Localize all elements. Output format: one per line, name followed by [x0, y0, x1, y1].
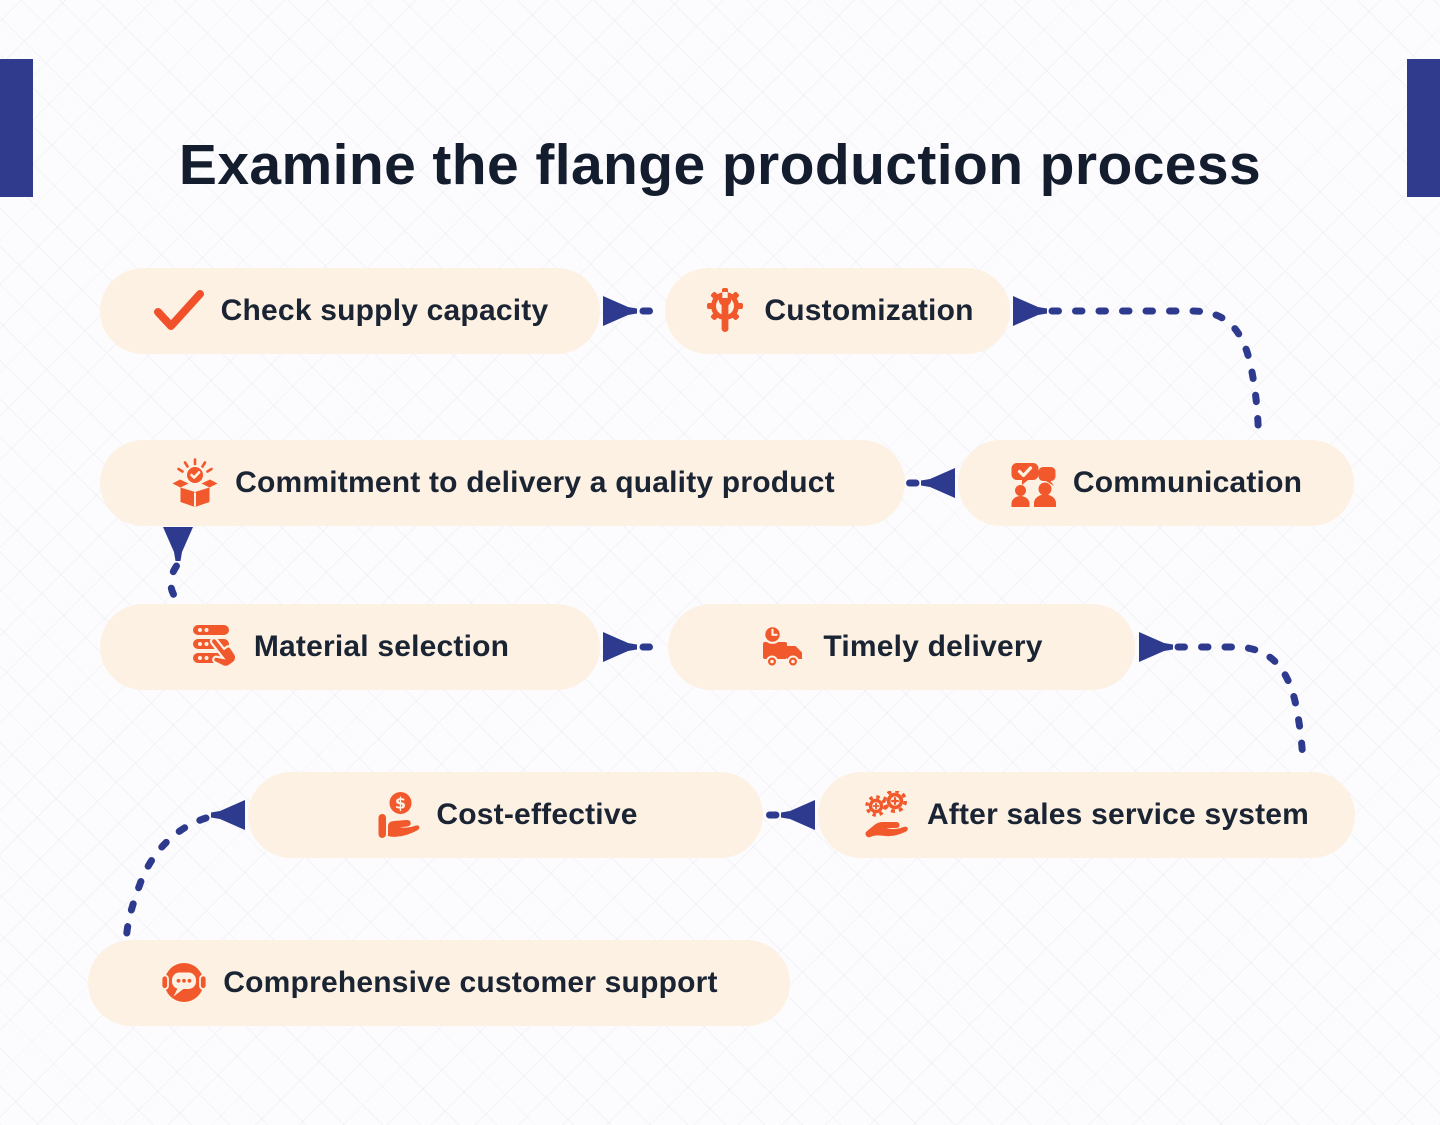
step-after-sales-service: After sales service system [818, 772, 1355, 858]
step-check-supply-capacity: Check supply capacity [100, 268, 600, 354]
left-accent-bar [0, 59, 33, 197]
arrowhead-right [603, 296, 637, 326]
connector-dash [1174, 643, 1307, 770]
step-label: Commitment to delivery a quality product [235, 466, 835, 499]
delivery-truck-icon [760, 623, 808, 671]
step-material-selection: Material selection [100, 604, 600, 690]
step-customization: Customization [665, 268, 1010, 354]
right-accent-bar [1407, 59, 1440, 197]
step-label: Check supply capacity [220, 294, 549, 327]
connector-dash [167, 562, 182, 605]
arrowhead-left [781, 800, 815, 830]
connector-dash [123, 814, 210, 940]
step-timely-delivery: Timely delivery [668, 604, 1135, 690]
gear-wrench-icon [701, 287, 749, 335]
arrowhead-left [211, 800, 245, 830]
step-commitment-quality: Commitment to delivery a quality product [100, 440, 905, 526]
step-label: Material selection [253, 630, 510, 663]
step-label: Comprehensive customer support [223, 966, 718, 999]
step-label: Cost-effective [436, 798, 638, 831]
step-customer-support: Comprehensive customer support [88, 940, 790, 1026]
arrowhead-down [163, 527, 193, 561]
arrowhead-right [1013, 296, 1047, 326]
service-gears-icon [864, 791, 912, 839]
connector-dash [1048, 307, 1262, 441]
quality-box-icon [170, 458, 220, 508]
material-list-icon [191, 623, 239, 671]
step-cost-effective: $ Cost-effective [248, 772, 763, 858]
page-title: Examine the flange production process [178, 133, 1262, 198]
support-headset-icon [160, 959, 208, 1007]
arrowhead-right [603, 632, 637, 662]
arrowhead-right [1139, 632, 1173, 662]
step-label: Timely delivery [823, 630, 1043, 663]
arrowhead-left [921, 468, 955, 498]
step-communication: Communication [958, 440, 1354, 526]
money-hand-icon: $ [373, 791, 421, 839]
people-chat-icon [1010, 459, 1058, 507]
step-label: Customization [764, 294, 974, 327]
check-icon [152, 289, 206, 333]
step-label: Communication [1072, 466, 1303, 499]
svg-text:$: $ [395, 794, 406, 813]
step-label: After sales service system [926, 798, 1310, 831]
